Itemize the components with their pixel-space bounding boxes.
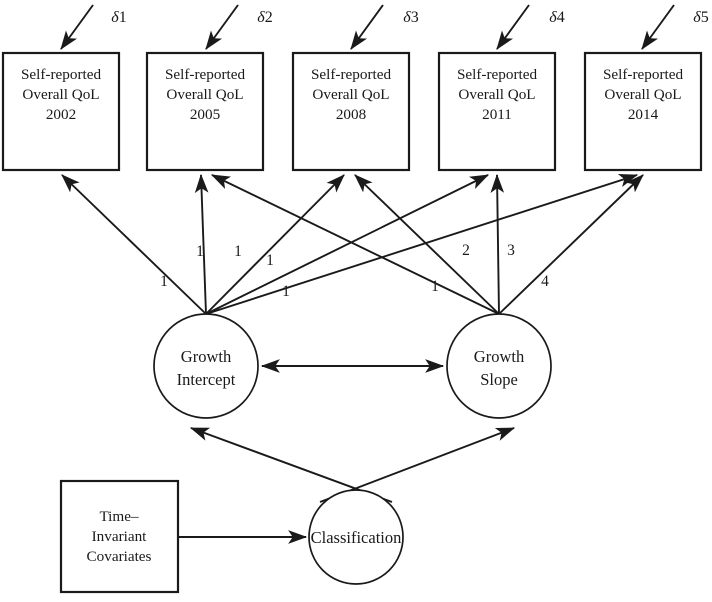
- covariates-label-line1: Time–: [99, 508, 139, 525]
- delta-label-qol2008: δ3: [403, 9, 418, 26]
- indicator-box-qol2008[interactable]: Self-reported Overall QoL 2008: [291, 51, 411, 172]
- indicator-label-line1: Self-reported: [165, 66, 246, 83]
- delta-label-qol2011: δ4: [549, 9, 564, 26]
- loading-intercept-qol2008: [205, 174, 345, 315]
- latent-label-line2: Slope: [480, 370, 518, 389]
- loading-slope-qol2005: [210, 174, 500, 315]
- indicator-label-line1: Self-reported: [457, 66, 538, 83]
- indicator-label-line3: 2011: [482, 106, 512, 123]
- indicator-label-line1: Self-reported: [21, 66, 102, 83]
- indicator-label-line1: Self-reported: [311, 66, 392, 83]
- indicator-label-line2: Overall QoL: [22, 86, 99, 103]
- loading-slope-qol2014: [498, 174, 644, 315]
- delta-index: 4: [557, 9, 565, 26]
- loading-intercept-qol2002: [61, 174, 207, 315]
- error-arrow-qol2008: [350, 4, 384, 50]
- indicator-box-qol2011[interactable]: Self-reported Overall QoL 2011: [437, 51, 557, 172]
- svg-text:δ2: δ2: [257, 9, 272, 26]
- delta-index: 3: [411, 9, 419, 26]
- loading-label-intercept-qol2014: 1: [282, 283, 290, 300]
- loading-label-slope-qol2005: 1: [431, 278, 439, 295]
- loading-label-slope-qol2011: 3: [507, 242, 515, 259]
- delta-index: 2: [265, 9, 273, 26]
- error-arrow-group: [60, 4, 675, 50]
- indicator-label-line2: Overall QoL: [458, 86, 535, 103]
- delta-index: 5: [701, 9, 709, 26]
- loading-intercept-qol2011: [205, 174, 490, 315]
- svg-text:δ4: δ4: [549, 9, 564, 26]
- loading-label-intercept-qol2005: 1: [196, 243, 204, 260]
- svg-text:δ1: δ1: [111, 9, 126, 26]
- error-arrow-qol2005: [205, 4, 239, 50]
- latent-label-line1: Growth: [474, 347, 525, 366]
- indicator-box-qol2005[interactable]: Self-reported Overall QoL 2005: [145, 51, 265, 172]
- delta-symbol: δ: [549, 9, 557, 26]
- latent-node-classification[interactable]: Classification: [308, 489, 404, 585]
- loading-label-slope-qol2008: 2: [462, 242, 470, 259]
- delta-label-qol2014: δ5: [693, 9, 708, 26]
- latent-label-line1: Growth: [181, 347, 232, 366]
- delta-label-qol2002: δ1: [111, 9, 126, 26]
- loading-label-intercept-qol2002: 1: [160, 273, 168, 290]
- intercept-loading-group: [61, 173, 639, 315]
- covariates-label-line2: Invariant: [92, 528, 148, 545]
- error-arrow-qol2011: [496, 4, 530, 50]
- loading-intercept-qol2014: [205, 173, 639, 315]
- latent-node-growth-slope[interactable]: Growth Slope: [446, 313, 552, 419]
- indicator-box-qol2002[interactable]: Self-reported Overall QoL 2002: [1, 51, 121, 172]
- delta-symbol: δ: [257, 9, 265, 26]
- loading-label-intercept-qol2008: 1: [234, 243, 242, 260]
- delta-symbol: δ: [693, 9, 701, 26]
- loading-intercept-qol2005: [194, 173, 209, 315]
- delta-symbol: δ: [111, 9, 119, 26]
- covariates-box[interactable]: Time– Invariant Covariates: [59, 479, 180, 594]
- indicator-label-line2: Overall QoL: [604, 86, 681, 103]
- indicator-label-line3: 2005: [190, 106, 220, 123]
- indicator-box-qol2014[interactable]: Self-reported Overall QoL 2014: [583, 51, 703, 172]
- indicator-label-line1: Self-reported: [603, 66, 684, 83]
- latent-label-line1: Classification: [311, 528, 402, 547]
- covariates-label-line3: Covariates: [87, 548, 152, 565]
- error-arrow-qol2014: [641, 4, 675, 50]
- indicator-label-line2: Overall QoL: [312, 86, 389, 103]
- delta-label-qol2005: δ2: [257, 9, 272, 26]
- latent-node-growth-intercept[interactable]: Growth Intercept: [153, 313, 259, 419]
- indicator-label-line3: 2008: [336, 106, 367, 123]
- svg-text:δ3: δ3: [403, 9, 418, 26]
- loading-label-slope-qol2014: 4: [541, 273, 549, 290]
- indicator-label-line2: Overall QoL: [166, 86, 243, 103]
- loading-label-intercept-qol2011: 1: [266, 252, 274, 269]
- loading-slope-qol2008: [354, 174, 500, 315]
- slope-loading-group: [210, 173, 644, 315]
- latent-label-line2: Intercept: [177, 370, 236, 389]
- indicator-label-line3: 2014: [628, 106, 659, 123]
- svg-text:δ5: δ5: [693, 9, 708, 26]
- error-arrow-qol2002: [60, 4, 94, 50]
- delta-symbol: δ: [403, 9, 411, 26]
- loading-slope-qol2011: [490, 173, 505, 315]
- delta-index: 1: [119, 9, 127, 26]
- indicator-label-line3: 2002: [46, 106, 76, 123]
